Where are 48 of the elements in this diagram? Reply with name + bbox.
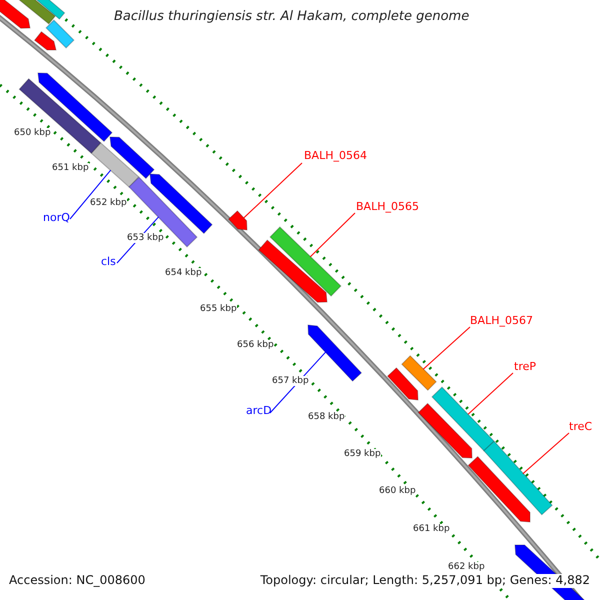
- tick-label: 651 kbp: [52, 163, 89, 174]
- tick-label: 658 kbp: [308, 412, 345, 422]
- tick-label: 662 kbp: [448, 562, 485, 572]
- gene-label: treP: [514, 361, 536, 374]
- footer-text: Accession: NC_008600: [9, 574, 146, 588]
- gene-feature: [16, 0, 56, 25]
- gene-feature: [149, 173, 213, 234]
- footer-text: Topology: circular; Length: 5,257,091 bp; Genes: 4,882: [260, 574, 590, 588]
- gene-feature: [0, 0, 31, 29]
- leader-line: [70, 170, 112, 220]
- gene-feature: [307, 324, 362, 382]
- tick-label: 654 kbp: [165, 268, 202, 278]
- tick-label: 652 kbp: [90, 198, 127, 208]
- leader-line: [468, 372, 514, 415]
- gene-feature: [468, 456, 530, 523]
- gene-feature: [431, 386, 495, 452]
- gene-label: norQ: [43, 212, 70, 225]
- gene-label: BALH_0564: [304, 150, 367, 163]
- gene-feature: [418, 402, 473, 459]
- tick-label: 659 kbp: [344, 449, 381, 460]
- tick-label: 650 kbp: [14, 128, 51, 138]
- gene-feature: [228, 210, 248, 231]
- diagram-title: Bacillus thuringiensis str. Al Hakam, complete genome: [114, 10, 470, 25]
- gene-feature: [109, 136, 155, 180]
- gene-feature: [386, 367, 419, 401]
- gene-label: treC: [569, 421, 592, 434]
- gene-label: arcD: [246, 405, 272, 418]
- gene-label: BALH_0565: [356, 201, 419, 214]
- leader-line: [243, 162, 302, 218]
- tick-label: 655 kbp: [200, 304, 237, 314]
- gene-feature: [483, 440, 553, 516]
- gene-feature: [269, 226, 342, 297]
- tick-label: 653 kbp: [127, 233, 164, 244]
- gene-feature: [45, 19, 75, 49]
- leader-line: [422, 326, 470, 370]
- tick-label: 656 kbp: [237, 340, 274, 350]
- gene-feature: [258, 239, 328, 303]
- leader-line: [310, 212, 356, 258]
- gene-feature: [90, 142, 140, 188]
- gene-feature: [401, 355, 437, 391]
- gene-label: cls: [101, 256, 116, 269]
- leader-line: [522, 432, 570, 474]
- gene-feature: [128, 176, 198, 248]
- gene-label: BALH_0567: [470, 315, 533, 328]
- tick-label: 660 kbp: [379, 486, 416, 496]
- gene-feature: [34, 31, 57, 50]
- tick-label: 657 kbp: [272, 376, 309, 386]
- tick-label: 661 kbp: [413, 524, 450, 534]
